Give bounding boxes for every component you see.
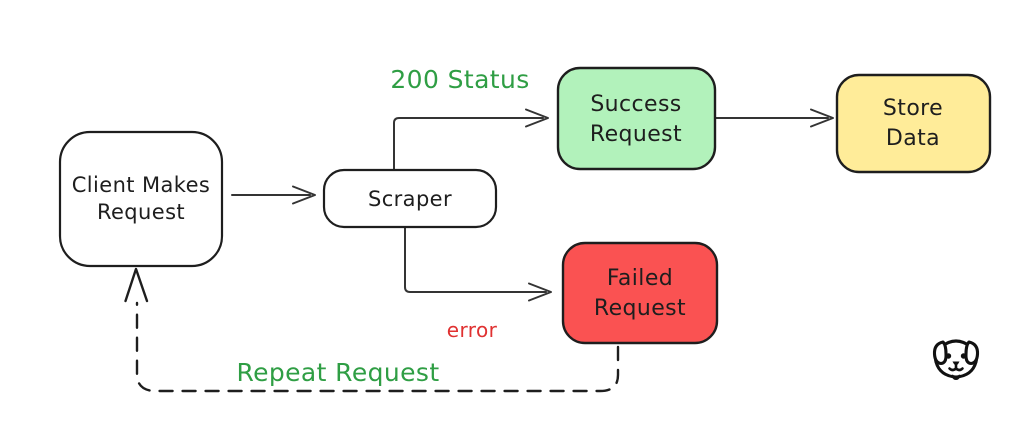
node-client-label-line1: Client Makes <box>72 173 211 197</box>
edge-failed-to-client-dashed <box>124 267 620 393</box>
label-200-status: 200 Status <box>390 65 529 94</box>
node-store-label-line1: Store <box>883 96 943 121</box>
node-success-request: Success Request <box>556 66 717 171</box>
node-scraper: Scraper <box>322 168 498 229</box>
node-store-label-line2: Data <box>886 126 940 151</box>
node-store-data: Store Data <box>835 73 992 174</box>
edge-client-to-scraper <box>231 185 316 205</box>
edge-scraper-to-success <box>393 108 549 170</box>
edge-scraper-to-failed <box>404 227 552 302</box>
node-success-label-line1: Success <box>590 92 681 117</box>
label-error: error <box>447 318 498 342</box>
edge-success-to-store <box>715 108 834 128</box>
label-repeat-request: Repeat Request <box>236 358 439 387</box>
node-client-label-line2: Request <box>97 200 185 224</box>
node-success-label-line2: Request <box>590 122 682 147</box>
node-client-makes-request: Client Makes Request <box>58 130 224 268</box>
node-failed-label-line2: Request <box>594 296 686 321</box>
node-scraper-label: Scraper <box>368 187 452 211</box>
dog-face-icon <box>932 339 980 381</box>
node-failed-label-line1: Failed <box>607 266 673 291</box>
node-failed-request: Failed Request <box>561 241 719 345</box>
